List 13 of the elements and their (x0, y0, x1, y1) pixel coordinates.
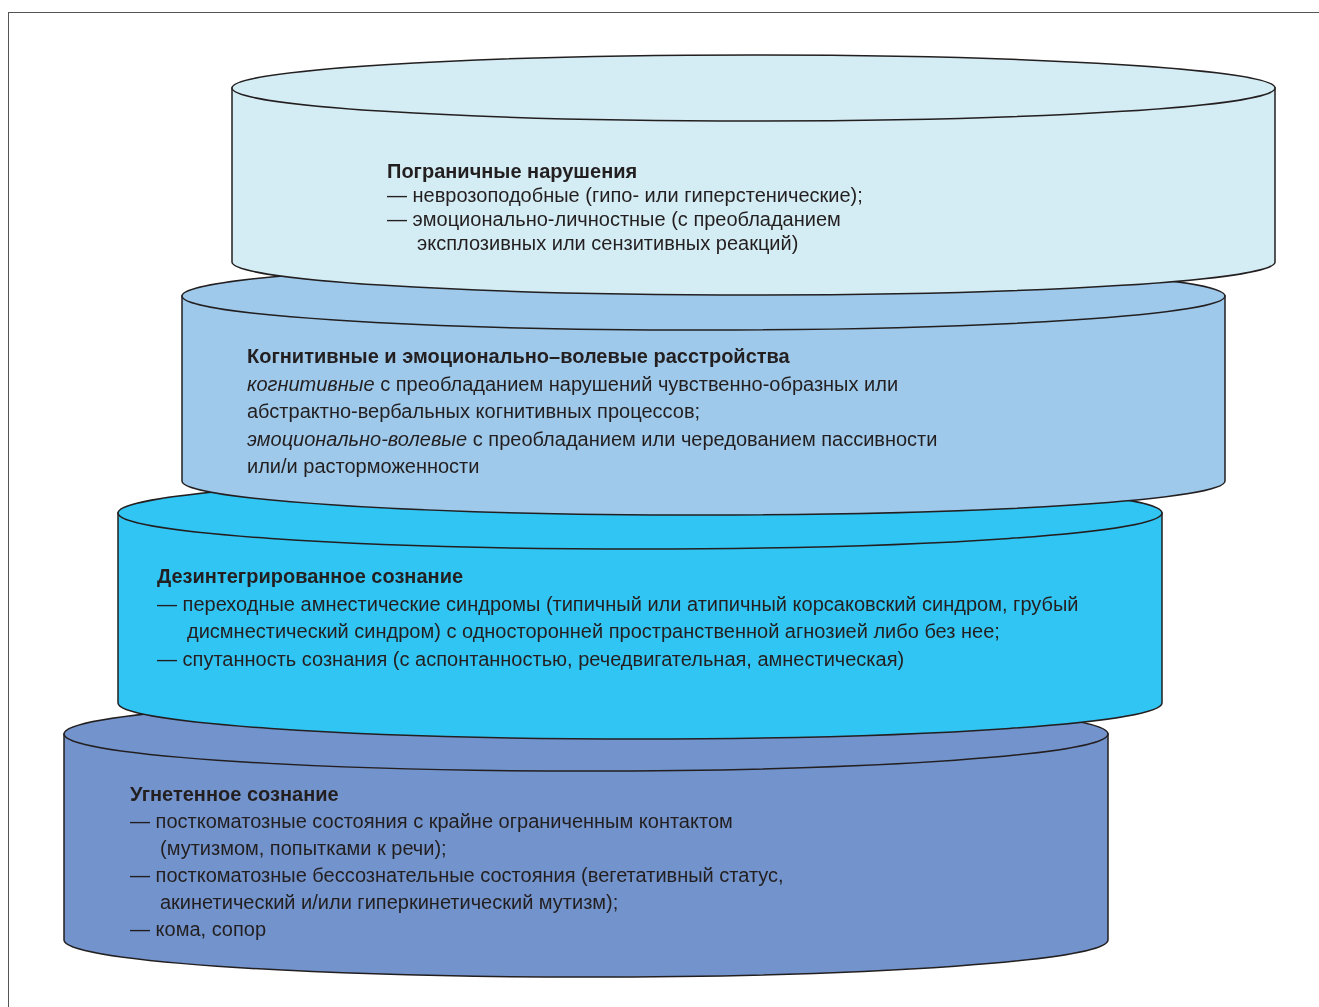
layer-heading: Когнитивные и эмоционально–волевые расстройства (247, 344, 791, 369)
paragraph: когнитивные с преобладанием нарушений чувственно-образных или абстрактно-вербальных когнитивных процессов; (247, 371, 900, 424)
layer-heading: Дезинтегрированное сознание (157, 564, 465, 589)
layer-heading: Пограничные нарушения (387, 159, 639, 183)
list-item: — неврозоподобные (гипо- или гиперстенические); (387, 183, 864, 207)
paragraph: эмоционально-волевые с преобладанием или чередованием пассивности или/и расторможенности (247, 426, 939, 479)
list-item: — переходные амнестические синдромы (типичный или атипичный корсаковский синдром, грубый дисмнестический синдром) с односторонней пространственной агнозией либо без нее; (157, 591, 1080, 644)
list-item: — эмоционально-личностные (с преобладанием эксплозивных или сензитивных реакций) (387, 207, 842, 255)
list-item: — спутанность сознания (с аспонтанностью, речедвигательная, амнестическая) (157, 646, 906, 672)
layer-heading: Угнетенное сознание (130, 782, 340, 807)
list-item: — посткоматозные состояния с крайне ограниченным контактом (мутизмом, попытками к речи); (130, 809, 734, 861)
list-item: — кома, сопор (130, 917, 268, 942)
list-item: — посткоматозные бессознательные состояния (вегетативный статус, акинетический и/или гиперкинетический мутизм); (130, 863, 785, 915)
